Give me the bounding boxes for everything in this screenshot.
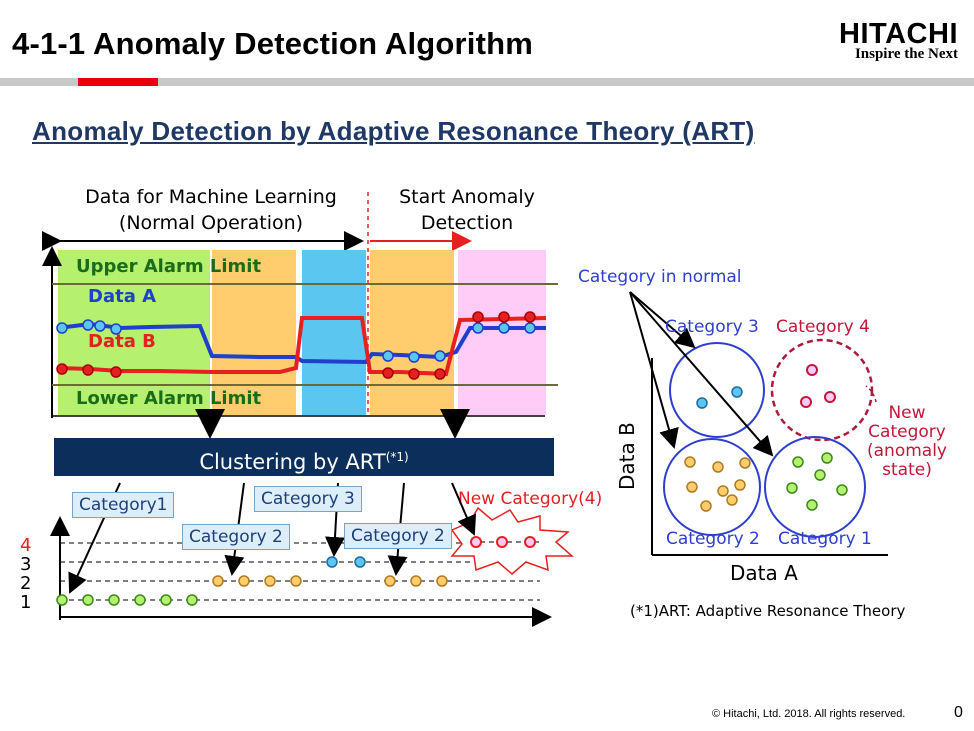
title-divider [0,78,974,86]
map-y-label: Data B [615,422,639,490]
sequence-points-cat4 [470,536,536,548]
new-category-line1: New [888,403,925,423]
cluster-category-1 [764,436,866,538]
map-points-cat1 [786,452,848,511]
clustering-bar: Clustering by ART(*1) [54,438,554,476]
art-footnote: (*1)ART: Adaptive Resonance Theory [630,602,906,620]
band-blue [302,250,366,415]
learning-label-line1: Data for Machine Learning [85,186,337,208]
map-label-cat2: Category 2 [666,529,760,549]
data-b-label: Data B [88,331,156,352]
callout-category-3: Category 3 [254,486,362,512]
section-subtitle: Anomaly Detection by Adaptive Resonance … [32,116,755,146]
new-category-label: New Category(4) [458,489,602,509]
tick-3: 3 [20,554,31,575]
tick-1: 1 [20,592,31,613]
data-b-points [56,311,536,380]
new-category-line3: (anomaly [867,441,947,461]
learning-label-line2: (Normal Operation) [118,212,304,234]
normal-arrow-cat3 [629,291,696,349]
callout-category-2a: Category 2 [182,524,290,550]
detection-phase-label: Start Anomaly Detection [372,184,562,236]
new-category-line2: Category [868,422,946,442]
sequence-points-cat3 [326,556,366,568]
detection-label-line2: Detection [420,212,514,234]
tick-2: 2 [20,573,31,594]
map-points-cat4 [800,364,836,408]
map-label-cat4: Category 4 [776,317,870,337]
learning-phase-label: Data for Machine Learning (Normal Operat… [56,184,366,236]
sequence-gridlines [60,542,540,601]
cluster-category-3 [669,342,765,438]
band-orange-2 [370,250,454,415]
tick-4: 4 [20,535,31,556]
sequence-points-cat1 [56,594,198,606]
new-category-burst [450,506,574,575]
brand-tagline: Inspire the Next [854,46,958,62]
clustering-footnote-mark: (*1) [385,450,409,464]
title-divider-accent [78,78,158,86]
map-label-cat3: Category 3 [665,317,759,337]
sequence-points-cat2 [212,575,448,587]
lower-alarm-label: Lower Alarm Limit [76,388,262,409]
map-x-label: Data A [730,561,798,585]
new-category-pointer [865,385,877,403]
map-points-cat2 [684,456,751,512]
upper-alarm-label: Upper Alarm Limit [76,256,261,277]
callout-category-2b: Category 2 [344,523,452,549]
page-number: 0 [954,704,963,721]
detection-label-line1: Start Anomaly [399,186,535,208]
cluster-category-4 [770,338,874,442]
normal-arrow-cat1 [629,291,774,457]
category-in-normal-label: Category in normal [578,267,742,287]
callout-arrow-cat4 [451,482,477,536]
map-label-cat1: Category 1 [778,529,872,549]
new-category-line4: state) [882,460,932,480]
data-a-points [56,319,536,363]
normal-arrow-cat2 [629,291,679,449]
data-a-label: Data A [88,286,156,307]
copyright: © Hitachi, Ltd. 2018. All rights reserve… [712,708,906,720]
clustering-bar-label: Clustering by ART [199,450,386,474]
callout-category-1: Category1 [72,492,175,518]
cluster-category-2 [663,438,761,536]
band-green [58,250,210,415]
map-points-cat3 [696,386,743,409]
band-orange-1 [212,250,296,415]
slide-title: 4-1-1 Anomaly Detection Algorithm [12,26,534,61]
brand-logo: HITACHI [839,18,958,50]
